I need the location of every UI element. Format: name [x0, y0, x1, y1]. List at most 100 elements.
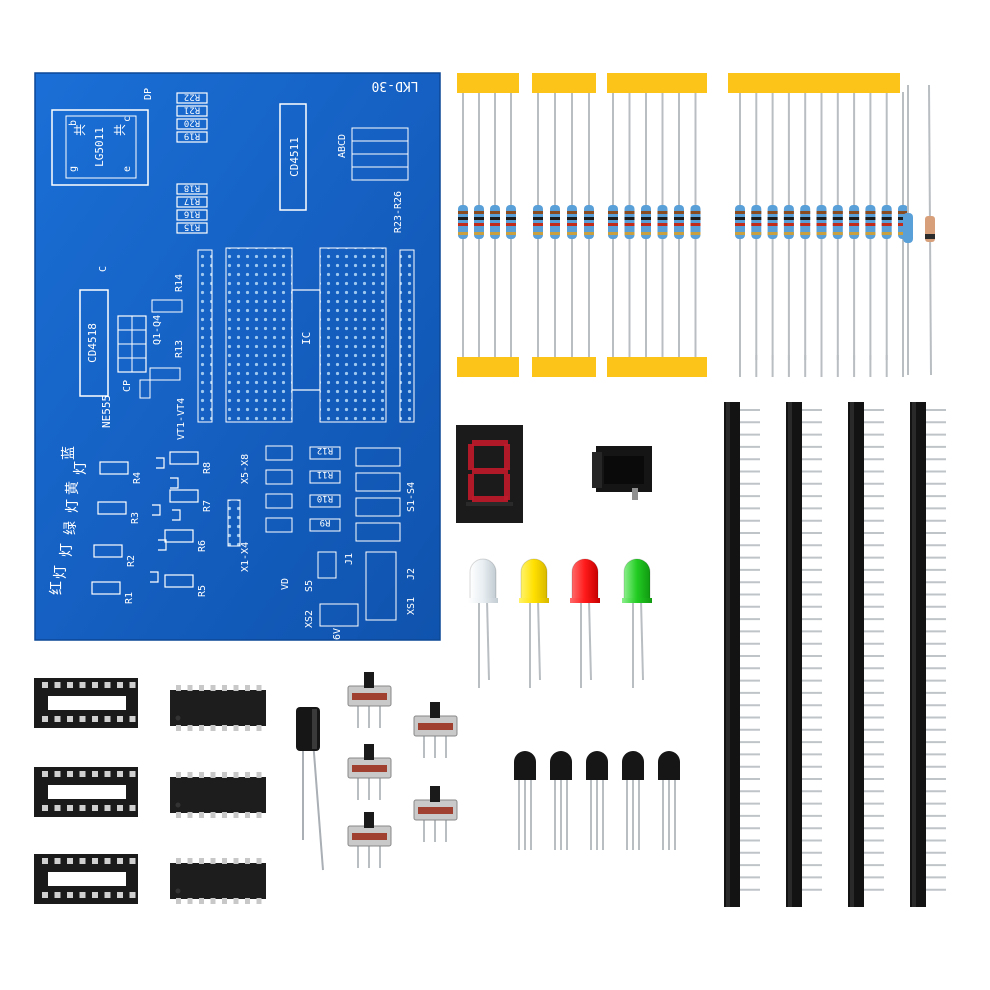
resistors-strip-2 [532, 73, 596, 377]
resistor [783, 205, 794, 239]
transistor-footprint [156, 457, 165, 469]
resistor-ref-label: R4 [132, 472, 143, 484]
resistor [608, 205, 618, 239]
slide-switch [413, 702, 458, 758]
led-yellow [519, 558, 549, 688]
label-yellow: 黄 [64, 481, 81, 495]
resistor [816, 205, 827, 239]
resistor [832, 205, 843, 239]
resistor [881, 205, 892, 239]
seg-e-label: e [122, 166, 133, 172]
resistor-footprint [309, 518, 341, 532]
x5-x8-label: X5-X8 [240, 454, 251, 484]
resistor [584, 205, 594, 239]
vt1-vt4-label: VT1-VT4 [176, 398, 187, 440]
resistor [751, 205, 762, 239]
r14-label: R14 [174, 274, 185, 292]
resistor [674, 205, 684, 239]
vd-label: VD [280, 578, 291, 590]
ic-chips [170, 685, 266, 904]
label-lamp-2: 灯 [65, 499, 81, 513]
resistor [849, 205, 860, 239]
ic-sockets [34, 678, 138, 904]
transistors [514, 751, 680, 850]
label-blue: 蓝 [61, 446, 77, 460]
resistor-ref-label: R21 [184, 105, 200, 115]
resistor [490, 205, 500, 239]
resistor-ref-label: R6 [197, 540, 208, 552]
resistor [735, 205, 745, 239]
resistor [767, 205, 778, 239]
transistor [622, 751, 644, 850]
display-segment [472, 496, 508, 502]
j-footprints: J1 J2 XS1 VD S5 XS2 6V [280, 551, 417, 640]
tape-top [607, 73, 707, 93]
seg-c-label: c [122, 116, 133, 122]
resistor-ref-label: R5 [197, 585, 208, 597]
r13-label: R13 [174, 340, 185, 358]
resistor-footprint [176, 222, 208, 234]
common-label-b: 共 [113, 124, 127, 136]
jumper-footprint [265, 493, 293, 509]
pcb-hole-strips: IC [197, 247, 415, 423]
resistors-strip-4 [728, 73, 908, 377]
resistor-footprint [176, 92, 208, 104]
display-segment [468, 474, 474, 500]
pin-header [848, 402, 884, 907]
xs1-label: XS1 [406, 597, 417, 615]
resistor [458, 205, 468, 239]
board-model-label: LKD-30 [372, 78, 419, 93]
resistor-ref-label: R3 [130, 512, 141, 524]
r23-r26-label: R23-R26 [393, 191, 404, 233]
ic-socket [34, 678, 138, 728]
ne555-label: NE555 [100, 395, 113, 428]
slide-switch [413, 786, 458, 842]
resistor-tape-strips [457, 73, 908, 377]
label-lamp-4: 灯 [53, 565, 69, 579]
resistor-ref-label: R17 [184, 196, 200, 206]
pin-header [786, 402, 822, 907]
transistor [658, 751, 680, 850]
pin-header [910, 402, 946, 907]
abcd-label: ABCD [337, 134, 348, 158]
resistor-footprint [93, 544, 123, 558]
resistor-footprint [309, 494, 341, 508]
led-clear [468, 558, 498, 688]
s1-s4-label: S1-S4 [406, 482, 417, 512]
resistor [506, 205, 516, 239]
tape-top [532, 73, 596, 93]
ic-socket [34, 767, 138, 817]
resistor-footprint [309, 470, 341, 484]
label-red: 红 [49, 581, 65, 595]
resistor-ref-label: R7 [202, 500, 213, 512]
resistor-ref-label: R11 [317, 469, 333, 479]
dp-label: DP [143, 88, 154, 100]
pcb-board: LKD-30 LG5011 共 共 g b e c DP R22R21R20R1… [34, 72, 441, 641]
resistor-footprint [176, 183, 208, 195]
slide-switch [347, 812, 392, 868]
resistor-ref-label: R15 [184, 222, 200, 232]
tape-bottom [532, 357, 596, 377]
label-green: 绿 [63, 521, 79, 535]
tape-bottom [457, 357, 519, 377]
6v-label: 6V [332, 628, 343, 640]
jumper-footprint [265, 517, 293, 533]
resistor-ref-label: R22 [184, 92, 200, 102]
transistor-footprint [150, 571, 159, 583]
j2-label: J2 [406, 568, 417, 580]
tape-bottom [607, 357, 707, 377]
resistor-footprint [176, 131, 208, 143]
ic-socket [34, 854, 138, 904]
label-lamp-3: 灯 [59, 543, 75, 557]
seg-g-label: g [68, 166, 79, 172]
resistor [533, 205, 543, 239]
resistor-ref-label: R20 [184, 118, 200, 128]
transistor [550, 751, 572, 850]
resistor-ref-label: R18 [184, 183, 200, 193]
electrolytic-capacitor [296, 707, 324, 871]
display-footprint: LG5011 共 共 g b e c DP [51, 88, 154, 186]
led-set [468, 558, 652, 688]
transistor [586, 751, 608, 850]
